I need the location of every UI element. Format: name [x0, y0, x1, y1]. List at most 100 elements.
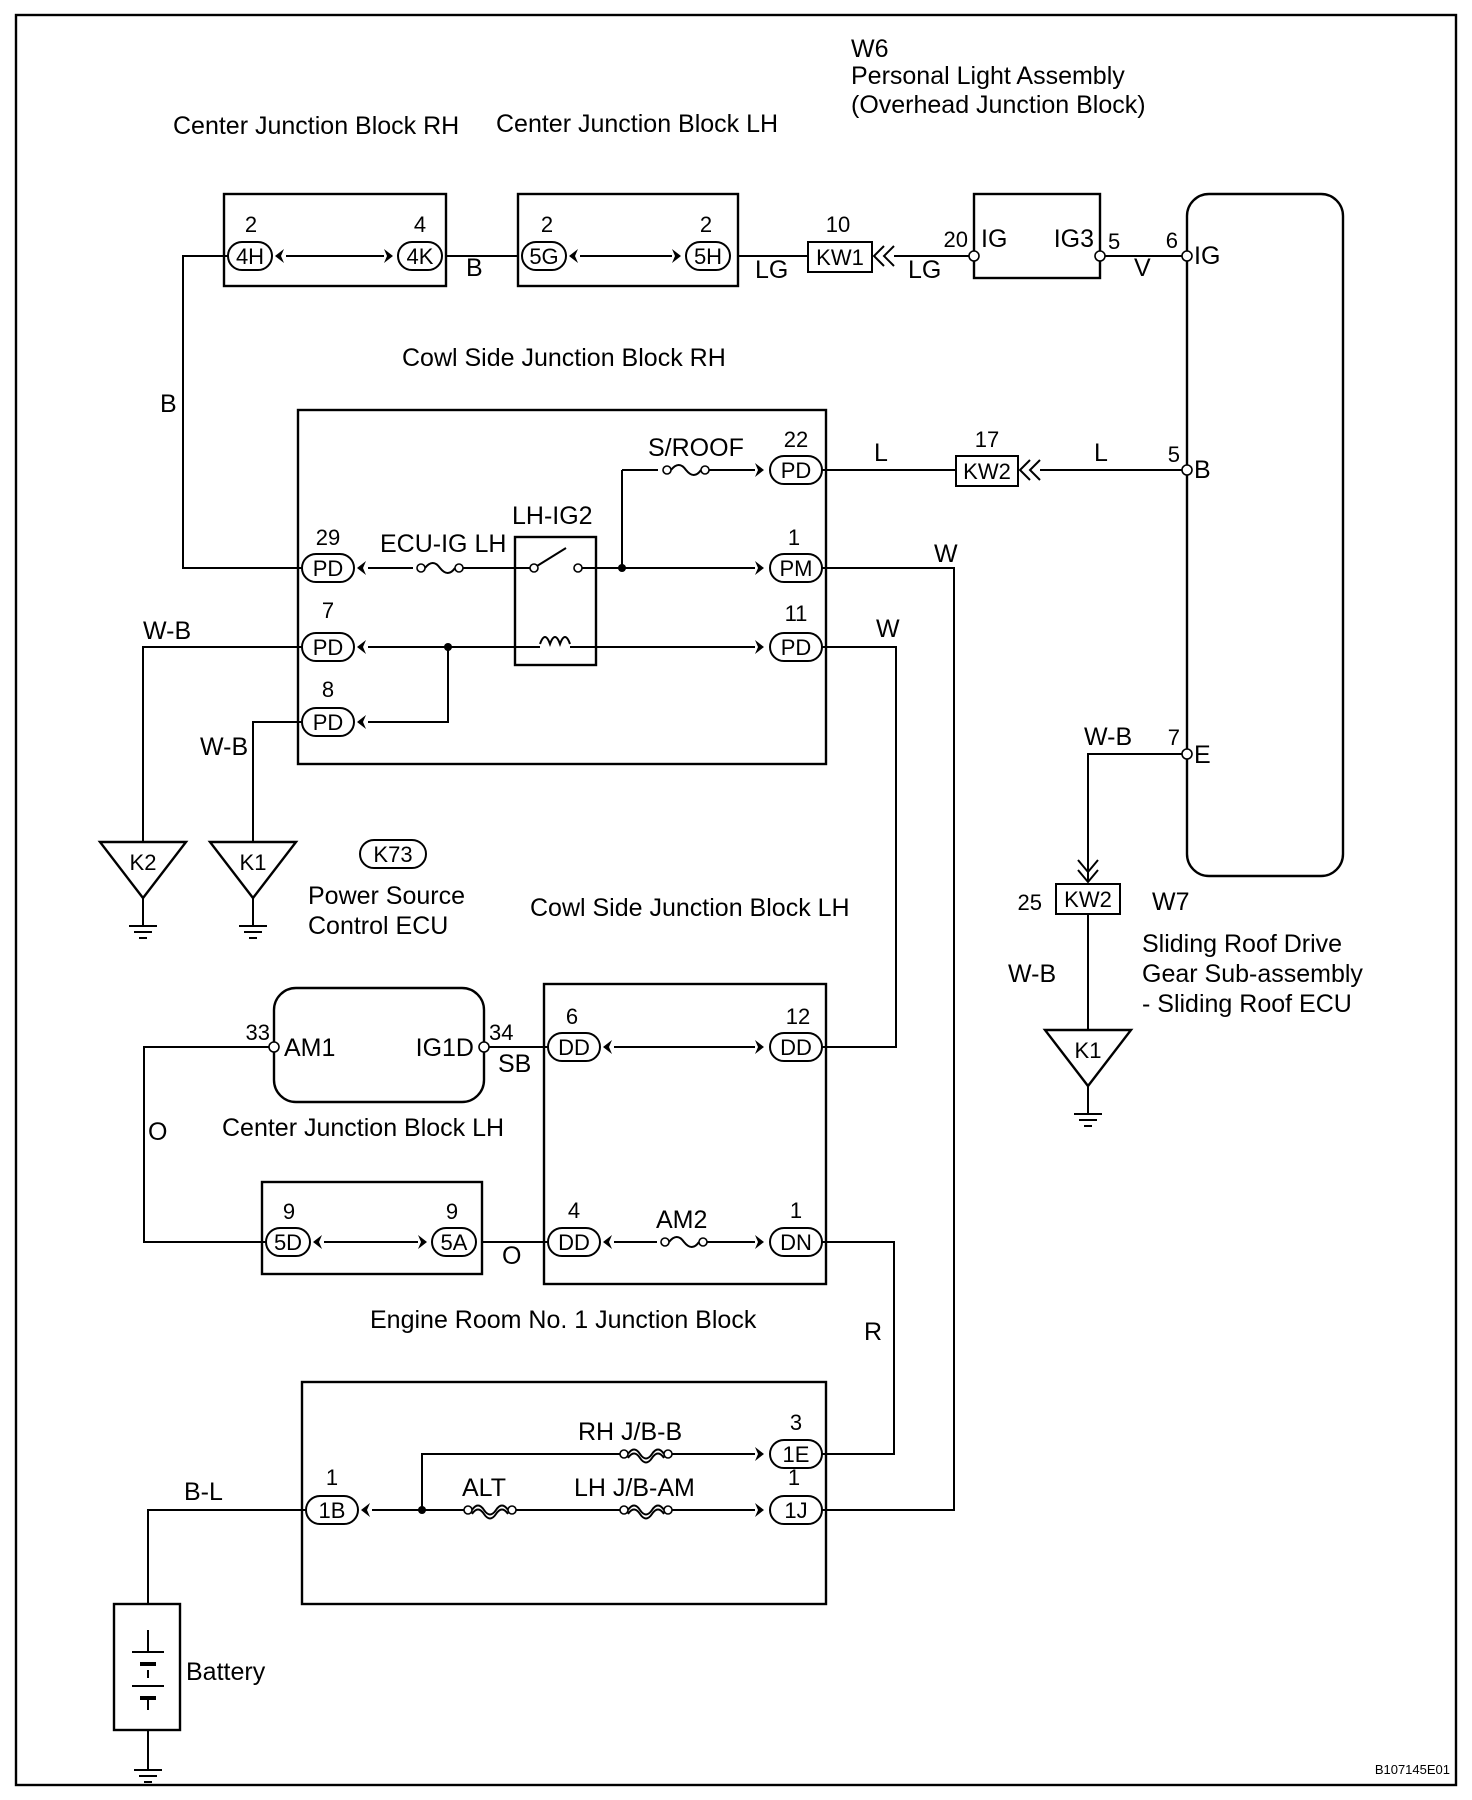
svg-text:1: 1: [790, 1198, 802, 1223]
pin-ig1d: 34: [489, 1020, 513, 1045]
pin-4k: 4: [414, 212, 426, 237]
pin-kw1: 10: [826, 212, 850, 237]
terminal-ecu-b: B: [1194, 456, 1211, 484]
connector-1j: 1J 1: [755, 1465, 823, 1525]
pin-ecu-7: 7: [1168, 725, 1180, 750]
sliding-roof-ecu-box: [1185, 192, 1345, 878]
connector-dd-12: DD 12: [755, 1004, 823, 1062]
fuse-lh-jb-am-label: LH J/B-AM: [574, 1474, 695, 1502]
connector-5d: 5D 9: [265, 1199, 322, 1257]
cowl-jb-rh-label: Cowl Side Junction Block RH: [402, 344, 726, 372]
terminal-ig3: IG3: [1054, 225, 1094, 253]
fuse-ecu-ig-lh-label: ECU-IG LH: [380, 530, 506, 558]
svg-text:PD: PD: [781, 635, 812, 660]
cowl-jb-rh-box: [296, 408, 828, 766]
connector-5h: 5H 2: [672, 212, 731, 271]
svg-text:5D: 5D: [274, 1230, 302, 1255]
wire-wb-bottom: W-B: [1008, 960, 1056, 988]
w6-name-line1: Personal Light Assembly: [851, 62, 1125, 90]
connector-dd-6: DD 6: [547, 1004, 612, 1062]
fuse-lh-jb-am-symbol: [627, 1504, 665, 1516]
w7-name-line2: Gear Sub-assembly: [1142, 960, 1363, 988]
pin-ecu-6: 6: [1166, 228, 1178, 253]
pin-5g: 2: [541, 212, 553, 237]
svg-text:6: 6: [566, 1004, 578, 1029]
wire-sb: SB: [498, 1050, 531, 1078]
connector-dd-4: DD 4: [547, 1198, 612, 1257]
fuse-sroof-label: S/ROOF: [648, 434, 744, 462]
svg-text:11: 11: [785, 601, 808, 626]
engine-jb-box: [300, 1380, 828, 1606]
svg-text:9: 9: [283, 1199, 295, 1224]
center-jb-lh-mid-label: Center Junction Block LH: [222, 1114, 504, 1142]
w7-name-line3: - Sliding Roof ECU: [1142, 990, 1352, 1018]
terminal-ecu-ig: IG: [1194, 242, 1220, 270]
svg-text:1: 1: [788, 525, 800, 550]
svg-text:4H: 4H: [236, 244, 264, 269]
svg-text:1B: 1B: [319, 1498, 346, 1523]
w6-code: W6: [851, 35, 889, 63]
connector-pd-29: PD 29: [301, 525, 366, 583]
cowl-jb-lh-box: [542, 982, 828, 1286]
connector-pd-22: PD 22: [755, 427, 823, 485]
svg-text:DD: DD: [558, 1230, 590, 1255]
svg-text:PD: PD: [313, 710, 344, 735]
ground-k1-left: K1: [207, 840, 299, 939]
ground-k2: K2: [97, 840, 189, 939]
connector-pm-1: PM 1: [755, 525, 823, 583]
svg-text:DN: DN: [780, 1230, 812, 1255]
personal-light-box: [972, 192, 1102, 280]
svg-text:PD: PD: [313, 635, 344, 660]
fuse-sroof-symbol: [670, 464, 702, 476]
relay-coil-symbol: [539, 636, 571, 647]
wire-b-top: B: [466, 254, 483, 282]
connector-dn-1: DN 1: [755, 1198, 823, 1257]
terminal-ig: IG: [981, 225, 1007, 253]
pin-am1: 33: [246, 1020, 270, 1045]
wire-o-left: O: [148, 1118, 167, 1146]
wire-w-pm: W: [934, 540, 958, 568]
pin-ig3-5: 5: [1108, 229, 1120, 254]
connector-kw1: KW1 10: [807, 212, 895, 273]
center-jb-lh-top-label: Center Junction Block LH: [496, 110, 778, 138]
svg-text:DD: DD: [780, 1035, 812, 1060]
center-jb-rh-box: [222, 192, 448, 288]
relay-lh-ig2-label: LH-IG2: [512, 502, 593, 530]
svg-text:7: 7: [322, 598, 334, 623]
svg-text:KW2: KW2: [1064, 887, 1112, 912]
svg-text:PD: PD: [313, 556, 344, 581]
svg-text:5H: 5H: [694, 244, 722, 269]
wire-wb-k2: W-B: [143, 617, 191, 645]
battery-symbol: [112, 1602, 182, 1783]
w7-code: W7: [1152, 888, 1190, 916]
wire-wb-ecu: W-B: [1084, 723, 1132, 751]
wire-r: R: [864, 1318, 882, 1346]
svg-text:4K: 4K: [407, 244, 434, 269]
psecu-line2: Control ECU: [308, 912, 448, 940]
w7-name-line1: Sliding Roof Drive: [1142, 930, 1342, 958]
fuse-ecu-ig-lh-symbol: [424, 562, 456, 574]
svg-text:K2: K2: [130, 850, 157, 875]
connector-1e: 1E 3: [755, 1410, 823, 1469]
fuse-am2-label: AM2: [656, 1206, 707, 1234]
terminal-ecu-e: E: [1194, 741, 1211, 769]
diagram-frame: [14, 13, 1458, 1787]
svg-text:8: 8: [322, 677, 334, 702]
fuse-am2-symbol: [668, 1236, 700, 1248]
wire-v: V: [1134, 254, 1151, 282]
svg-text:K1: K1: [1075, 1038, 1102, 1063]
ground-k1-right: K1: [1042, 1028, 1134, 1127]
fuse-alt-label: ALT: [462, 1474, 506, 1502]
wire-w-pd11: W: [876, 615, 900, 643]
svg-text:1J: 1J: [784, 1498, 807, 1523]
wire-b-l: B-L: [184, 1478, 223, 1506]
svg-text:29: 29: [316, 525, 340, 550]
wire-l-1: L: [874, 439, 888, 467]
fuse-rh-jb-b-symbol: [627, 1448, 665, 1460]
psecu-line1: Power Source: [308, 882, 465, 910]
fuse-rh-jb-b-label: RH J/B-B: [578, 1418, 682, 1446]
svg-text:22: 22: [784, 427, 808, 452]
connector-5a: 5A 9: [418, 1199, 477, 1257]
center-jb-rh-label: Center Junction Block RH: [173, 112, 459, 140]
